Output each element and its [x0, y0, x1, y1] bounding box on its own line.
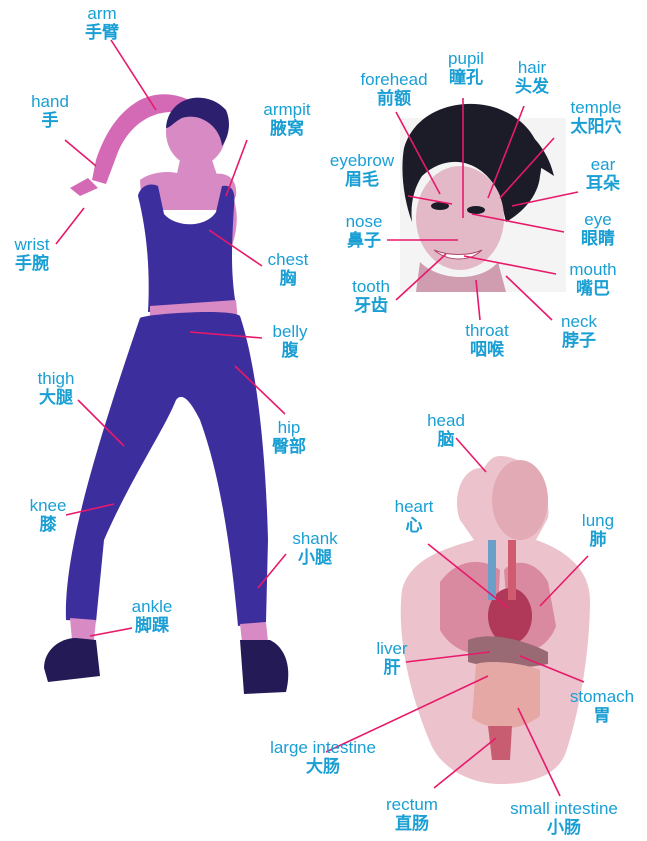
label-heart-en: heart	[384, 498, 444, 516]
label-stomach-zh: 胃	[560, 708, 644, 726]
label-throat-en: throat	[452, 322, 522, 340]
label-chest-en: chest	[257, 251, 319, 269]
label-lung-zh: 肺	[570, 532, 626, 550]
label-eye: eye 眼睛	[570, 211, 626, 249]
label-pupil-en: pupil	[436, 50, 496, 68]
face-photo	[400, 104, 566, 292]
label-tooth-en: tooth	[338, 278, 404, 296]
label-nose-en: nose	[334, 213, 394, 231]
label-mouth: mouth 嘴巴	[556, 261, 630, 299]
label-wrist-en: wrist	[4, 236, 60, 254]
label-arm-zh: 手臂	[72, 25, 132, 43]
label-head-zh: 脑	[416, 432, 476, 450]
label-hair-en: hair	[504, 59, 560, 77]
label-eyebrow: eyebrow 眉毛	[316, 152, 408, 190]
label-heart: heart 心	[384, 498, 444, 536]
label-forehead: forehead 前额	[346, 71, 442, 109]
label-small-intestine-zh: 小肠	[492, 820, 636, 838]
label-armpit-en: armpit	[254, 101, 320, 119]
label-ankle-en: ankle	[120, 598, 184, 616]
label-rectum: rectum 直肠	[372, 796, 452, 834]
label-armpit-zh: 腋窝	[254, 121, 320, 139]
label-neck-en: neck	[546, 313, 612, 331]
label-small-intestine: small intestine 小肠	[492, 800, 636, 838]
label-head-en: head	[416, 412, 476, 430]
label-chest: chest 胸	[257, 251, 319, 289]
label-head: head 脑	[416, 412, 476, 450]
label-knee: knee 膝	[20, 497, 76, 535]
label-hair-zh: 头发	[504, 79, 560, 97]
label-thigh-zh: 大腿	[26, 390, 86, 408]
label-lung: lung 肺	[570, 512, 626, 550]
label-liver: liver 肝	[362, 640, 422, 678]
label-nose-zh: 鼻子	[334, 233, 394, 251]
label-mouth-zh: 嘴巴	[556, 281, 630, 299]
label-tooth: tooth 牙齿	[338, 278, 404, 316]
label-throat: throat 咽喉	[452, 322, 522, 360]
label-hand: hand 手	[22, 93, 78, 131]
label-eye-en: eye	[570, 211, 626, 229]
label-lung-en: lung	[570, 512, 626, 530]
label-heart-zh: 心	[384, 518, 444, 536]
label-rectum-zh: 直肠	[372, 816, 452, 834]
label-temple: temple 太阳穴	[558, 99, 634, 137]
label-ankle: ankle 脚踝	[120, 598, 184, 636]
label-temple-en: temple	[558, 99, 634, 117]
label-belly-en: belly	[259, 323, 321, 341]
label-pupil: pupil 瞳孔	[436, 50, 496, 88]
label-pupil-zh: 瞳孔	[436, 70, 496, 88]
label-large-intestine: large intestine 大肠	[250, 739, 396, 777]
label-stomach-en: stomach	[560, 688, 644, 706]
label-eyebrow-zh: 眉毛	[316, 172, 408, 190]
label-temple-zh: 太阳穴	[558, 119, 634, 137]
label-nose: nose 鼻子	[334, 213, 394, 251]
label-neck: neck 脖子	[546, 313, 612, 351]
label-hip: hip 臀部	[258, 419, 320, 457]
label-belly: belly 腹	[259, 323, 321, 361]
label-throat-zh: 咽喉	[452, 342, 522, 360]
label-armpit: armpit 腋窝	[254, 101, 320, 139]
label-shank: shank 小腿	[284, 530, 346, 568]
label-hip-en: hip	[258, 419, 320, 437]
label-eye-zh: 眼睛	[570, 231, 626, 249]
label-hand-en: hand	[22, 93, 78, 111]
label-ear-en: ear	[576, 156, 630, 174]
label-thigh-en: thigh	[26, 370, 86, 388]
label-shank-en: shank	[284, 530, 346, 548]
label-neck-zh: 脖子	[546, 333, 612, 351]
label-belly-zh: 腹	[259, 343, 321, 361]
label-eyebrow-en: eyebrow	[316, 152, 408, 170]
label-forehead-zh: 前额	[346, 91, 442, 109]
label-tooth-zh: 牙齿	[338, 298, 404, 316]
label-small-intestine-en: small intestine	[492, 800, 636, 818]
label-knee-en: knee	[20, 497, 76, 515]
label-shank-zh: 小腿	[284, 550, 346, 568]
label-rectum-en: rectum	[372, 796, 452, 814]
label-ear: ear 耳朵	[576, 156, 630, 194]
label-arm: arm 手臂	[72, 5, 132, 43]
label-stomach: stomach 胃	[560, 688, 644, 726]
label-wrist: wrist 手腕	[4, 236, 60, 274]
label-hip-zh: 臀部	[258, 439, 320, 457]
label-ankle-zh: 脚踝	[120, 618, 184, 636]
label-forehead-en: forehead	[346, 71, 442, 89]
label-mouth-en: mouth	[556, 261, 630, 279]
label-liver-zh: 肝	[362, 660, 422, 678]
label-arm-en: arm	[72, 5, 132, 23]
label-large-intestine-en: large intestine	[250, 739, 396, 757]
label-knee-zh: 膝	[20, 517, 76, 535]
label-large-intestine-zh: 大肠	[250, 759, 396, 777]
label-hand-zh: 手	[22, 113, 78, 131]
label-chest-zh: 胸	[257, 271, 319, 289]
label-liver-en: liver	[362, 640, 422, 658]
label-hair: hair 头发	[504, 59, 560, 97]
label-thigh: thigh 大腿	[26, 370, 86, 408]
label-ear-zh: 耳朵	[576, 176, 630, 194]
label-wrist-zh: 手腕	[4, 256, 60, 274]
